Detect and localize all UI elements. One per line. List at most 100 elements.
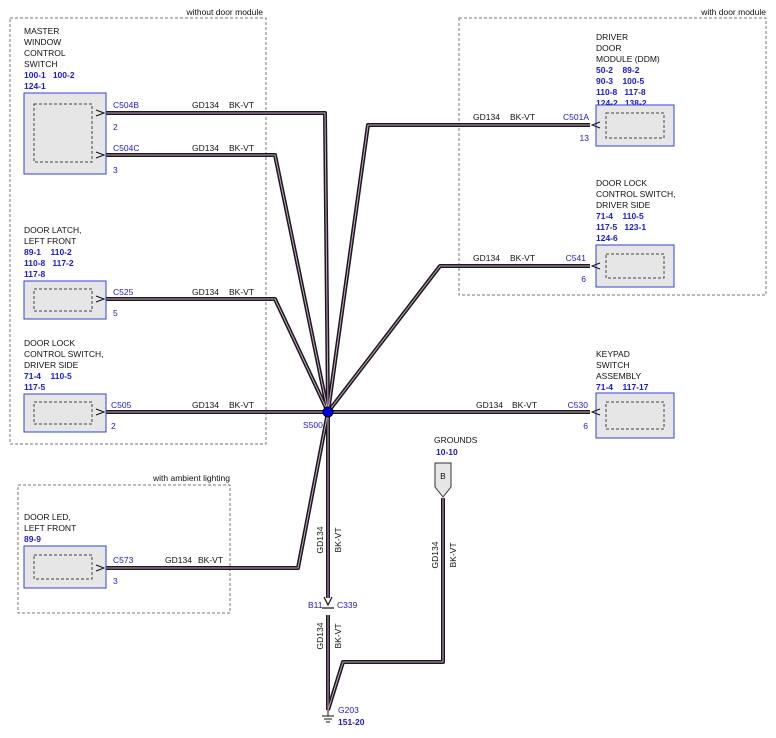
component-name: DOOR LOCK (24, 338, 75, 348)
component-box[interactable] (595, 392, 675, 439)
connector-pin: 2 (111, 421, 116, 431)
connector-arrow-icon (590, 262, 601, 270)
connector-arrow-icon (95, 564, 106, 572)
connector-id[interactable]: C339 (337, 600, 358, 610)
connector-id[interactable]: C504C (113, 143, 139, 153)
reference-link[interactable]: 117-5 123-1 (596, 222, 646, 232)
wire-label: GD134 (430, 541, 440, 568)
connector-id[interactable]: C501A (563, 112, 589, 122)
ground-tag-shape (434, 462, 452, 498)
region-with-ambient-lighting: with ambient lighting (17, 473, 231, 614)
driver-door-module: DRIVER DOOR MODULE (DDM) 50-2 89-2 90-3 … (590, 32, 675, 147)
component-name: ASSEMBLY (596, 371, 642, 381)
component-name: MASTER (24, 26, 59, 36)
reference-link[interactable]: 124-2 138-2 (596, 98, 647, 108)
component-name: WINDOW (24, 37, 61, 47)
reference-link[interactable]: 151-20 (338, 717, 365, 727)
connector-id[interactable]: C505 (111, 400, 132, 410)
door-led-left-front: DOOR LED, LEFT FRONT 89-9 (23, 512, 107, 589)
region-label: with door module (700, 7, 766, 17)
reference-link[interactable]: 50-2 89-2 (596, 65, 640, 75)
component-name: DOOR LOCK (596, 178, 647, 188)
wire-label: BK-VT (333, 623, 343, 648)
component-box[interactable] (23, 545, 107, 589)
component-box[interactable] (23, 393, 107, 433)
reference-link[interactable]: 117-5 (24, 382, 46, 392)
component-box[interactable] (595, 104, 675, 147)
reference-link[interactable]: 90-3 100-5 (596, 76, 644, 86)
reference-link[interactable]: 110-8 117-8 (596, 87, 646, 97)
component-inner-outline (605, 401, 665, 430)
wire-label: BK-VT (510, 253, 535, 263)
wire-label: BK-VT (512, 400, 537, 410)
wire-label: BK-VT (229, 100, 254, 110)
connector-pin: 5 (113, 308, 118, 318)
reference-link[interactable]: 117-8 (24, 269, 46, 279)
connector-arrow-icon (590, 408, 601, 416)
component-inner-outline (33, 103, 93, 163)
keypad-switch-assembly: KEYPAD SWITCH ASSEMBLY 71-4 117-17 (590, 349, 675, 439)
connector-id[interactable]: C573 (113, 555, 134, 565)
connector-pin: 3 (113, 165, 118, 175)
connector-pin: 2 (113, 122, 118, 132)
component-name: LEFT FRONT (24, 236, 76, 246)
connector-arrow-icon (95, 109, 106, 117)
wire-label: BK-VT (333, 527, 343, 552)
reference-link[interactable]: 71-4 110-5 (24, 371, 72, 381)
component-name: SWITCH (24, 59, 58, 69)
component-box[interactable] (595, 244, 675, 288)
connector-pin: 3 (113, 576, 118, 586)
door-lock-control-switch-right: DOOR LOCK CONTROL SWITCH, DRIVER SIDE 71… (590, 178, 676, 288)
wire-label: GD134 (315, 622, 325, 649)
wire-label: GD134 (192, 400, 219, 410)
wire-label: GD134 (473, 112, 500, 122)
splice-id[interactable]: S500 (303, 420, 323, 430)
splice-dot[interactable] (322, 406, 334, 418)
connector-arrow-icon (95, 408, 106, 416)
reference-link[interactable]: 124-6 (596, 233, 618, 243)
connector-pin: B11 (308, 600, 323, 610)
wire-label: GD134 (473, 253, 500, 263)
component-name: DOOR LATCH, (24, 225, 81, 235)
region-with-door-module: with door module (458, 7, 767, 296)
reference-link[interactable]: 100-1 100-2 (24, 70, 75, 80)
reference-link[interactable]: 10-10 (436, 447, 458, 457)
wire-label: GD134 (476, 400, 503, 410)
reference-link[interactable]: 71-4 110-5 (596, 211, 644, 221)
wire-labels: GD134 BK-VT GD134 BK-VT GD134 BK-VT GD13… (165, 100, 537, 649)
component-inner-outline (605, 112, 665, 139)
ground-tag-letter: B (440, 471, 446, 481)
ground-id[interactable]: G203 (338, 705, 359, 715)
connector-id[interactable]: C530 (568, 400, 589, 410)
reference-link[interactable]: 124-1 (24, 81, 46, 91)
component-name: DRIVER SIDE (24, 360, 79, 370)
component-name: DOOR LED, (24, 512, 71, 522)
wire-label: BK-VT (198, 555, 223, 565)
connector-id[interactable]: C504B (113, 100, 139, 110)
component-name: CONTROL SWITCH, (596, 189, 676, 199)
connector-labels: C504B 2 C504C 3 C525 5 C505 2 C573 3 C50… (111, 100, 589, 586)
reference-link[interactable]: 89-9 (24, 534, 41, 544)
grounds-label: GROUNDS (434, 435, 478, 445)
wire-label: BK-VT (448, 542, 458, 567)
reference-link[interactable]: 110-8 117-2 (24, 258, 74, 268)
wire-label: BK-VT (229, 400, 254, 410)
connector-id[interactable]: C525 (113, 287, 134, 297)
wire-label: BK-VT (510, 112, 535, 122)
reference-link[interactable]: 71-4 117-17 (596, 382, 649, 392)
region-label: without door module (185, 7, 263, 17)
wire-harness (106, 111, 590, 711)
wire-label: GD134 (192, 287, 219, 297)
wire-label: GD134 (315, 526, 325, 553)
wire-label: BK-VT (229, 287, 254, 297)
connector-pin: 13 (580, 133, 590, 143)
wire-label: GD134 (192, 100, 219, 110)
component-box[interactable] (23, 280, 107, 320)
connector-id[interactable]: C541 (566, 253, 587, 263)
component-name: MODULE (DDM) (596, 54, 660, 64)
component-name: CONTROL (24, 48, 66, 58)
component-name: KEYPAD (596, 349, 630, 359)
reference-link[interactable]: 89-1 110-2 (24, 247, 72, 257)
component-inner-outline (605, 253, 665, 279)
door-latch-left-front: DOOR LATCH, LEFT FRONT 89-1 110-2 110-8 … (23, 225, 107, 320)
